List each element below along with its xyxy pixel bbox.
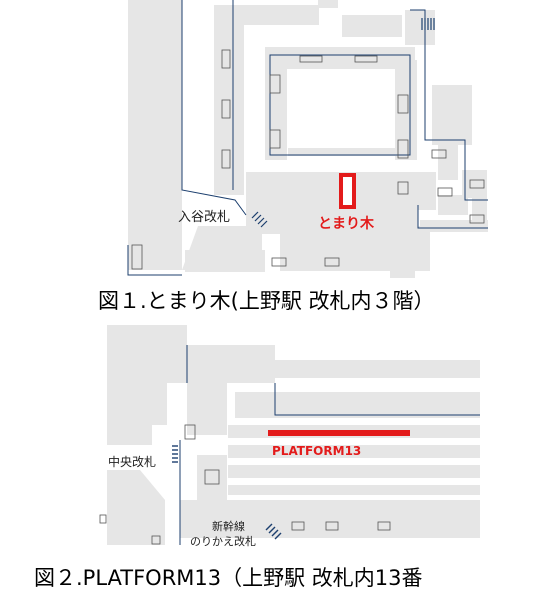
- shinkansen-gate-label-line1: 新幹線: [212, 520, 245, 533]
- iriya-gate-label: 入谷改札: [178, 210, 231, 225]
- tomarigi-label: とまり木: [318, 216, 374, 232]
- figure2-caption: 図２.PLATFORM13（上野駅 改札内13番: [34, 566, 423, 590]
- figure1-caption: 図１.とまり木(上野駅 改札内３階）: [98, 289, 435, 313]
- tomarigi-marker: [339, 173, 356, 209]
- shinkansen-gate-label-line2: のりかえ改札: [190, 535, 256, 548]
- central-gate-label: 中央改札: [108, 455, 157, 469]
- platform13-label: PLATFORM13: [272, 444, 362, 458]
- platform13-marker: [268, 430, 410, 436]
